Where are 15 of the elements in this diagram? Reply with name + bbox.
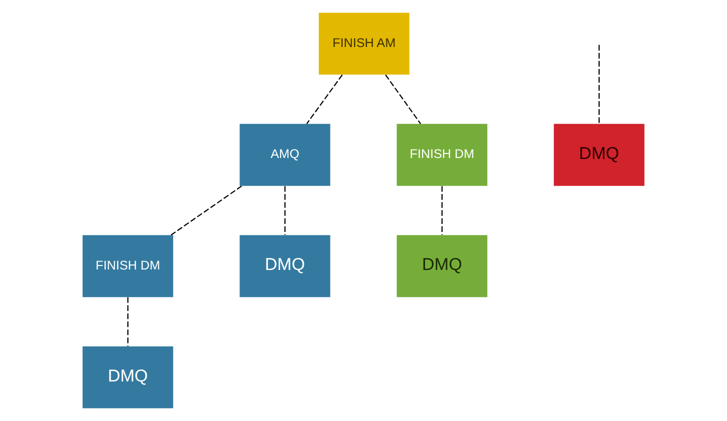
node-box: DMQ — [82, 346, 174, 408]
node-box: FINISH AM — [318, 12, 410, 75]
node-box: DMQ — [240, 235, 330, 298]
node-box: FINISH DM — [82, 235, 174, 298]
connector — [170, 186, 242, 236]
connector — [127, 297, 128, 346]
connector — [284, 186, 286, 235]
connector — [306, 74, 343, 124]
connector — [441, 186, 443, 235]
node-box: AMQ — [240, 124, 330, 186]
node-box: DMQ — [396, 235, 488, 298]
node-box: DMQ — [554, 124, 644, 186]
connector — [598, 44, 600, 124]
node-box: FINISH DM — [396, 124, 488, 186]
connector — [385, 74, 422, 124]
